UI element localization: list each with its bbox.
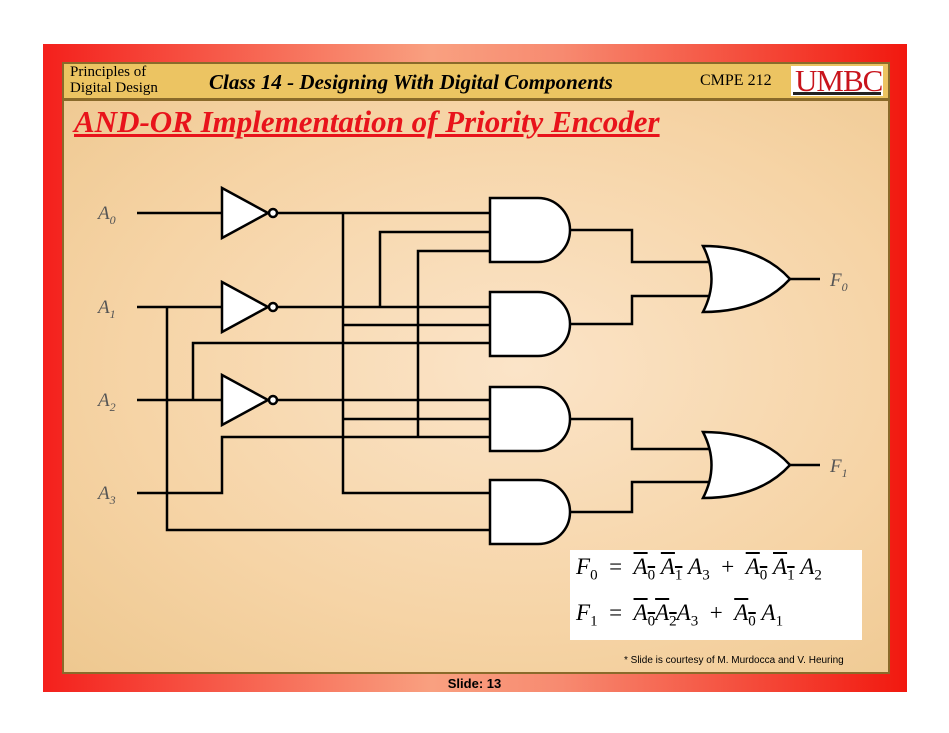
equation-f1: F1 = A0A2A3 + A0 A1 bbox=[576, 600, 784, 630]
output-label-f1: F1 bbox=[829, 456, 848, 480]
input-label-a2: A2 bbox=[96, 390, 116, 414]
course-code: CMPE 212 bbox=[700, 72, 772, 89]
output-label-f0: F0 bbox=[829, 270, 848, 294]
or-gates bbox=[700, 244, 792, 500]
wires bbox=[137, 211, 820, 532]
and-gates bbox=[488, 196, 572, 546]
credit-note: * Slide is courtesy of M. Murdocca and V… bbox=[624, 655, 844, 666]
input-label-a3: A3 bbox=[96, 483, 116, 507]
umbc-logo: UMBC bbox=[791, 63, 883, 98]
equations-box: F0 = A0 A1 A3 + A0 A1 A2 F1 = A0A2A3 + A… bbox=[570, 550, 862, 640]
slide-title: AND-OR Implementation of Priority Encode… bbox=[74, 104, 660, 139]
input-label-a1: A1 bbox=[96, 297, 116, 321]
class-title: Class 14 - Designing With Digital Compon… bbox=[209, 70, 613, 94]
input-label-a0: A0 bbox=[96, 203, 116, 227]
slide-number: Slide: 13 bbox=[447, 676, 502, 691]
inverters bbox=[220, 185, 279, 428]
input-labels: A0 A1 A2 A3 F0 F1 bbox=[96, 203, 848, 507]
equation-f0: F0 = A0 A1 A3 + A0 A1 A2 bbox=[576, 554, 822, 584]
